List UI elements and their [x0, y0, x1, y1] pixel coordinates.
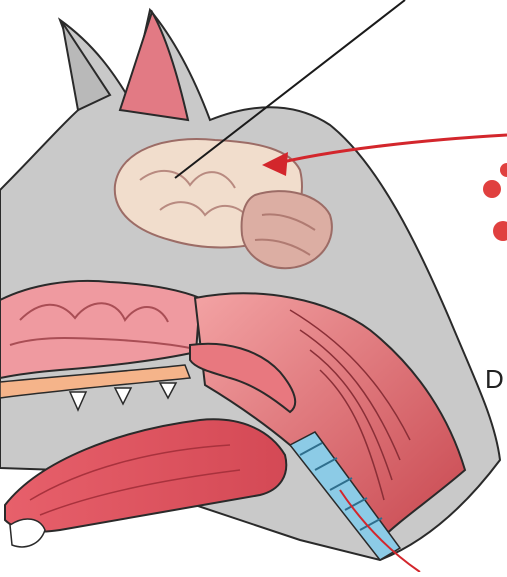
lower-incisor — [10, 519, 45, 547]
red-droplets — [483, 163, 507, 241]
cerebellum — [242, 191, 332, 268]
partial-label-text: D — [485, 366, 504, 392]
